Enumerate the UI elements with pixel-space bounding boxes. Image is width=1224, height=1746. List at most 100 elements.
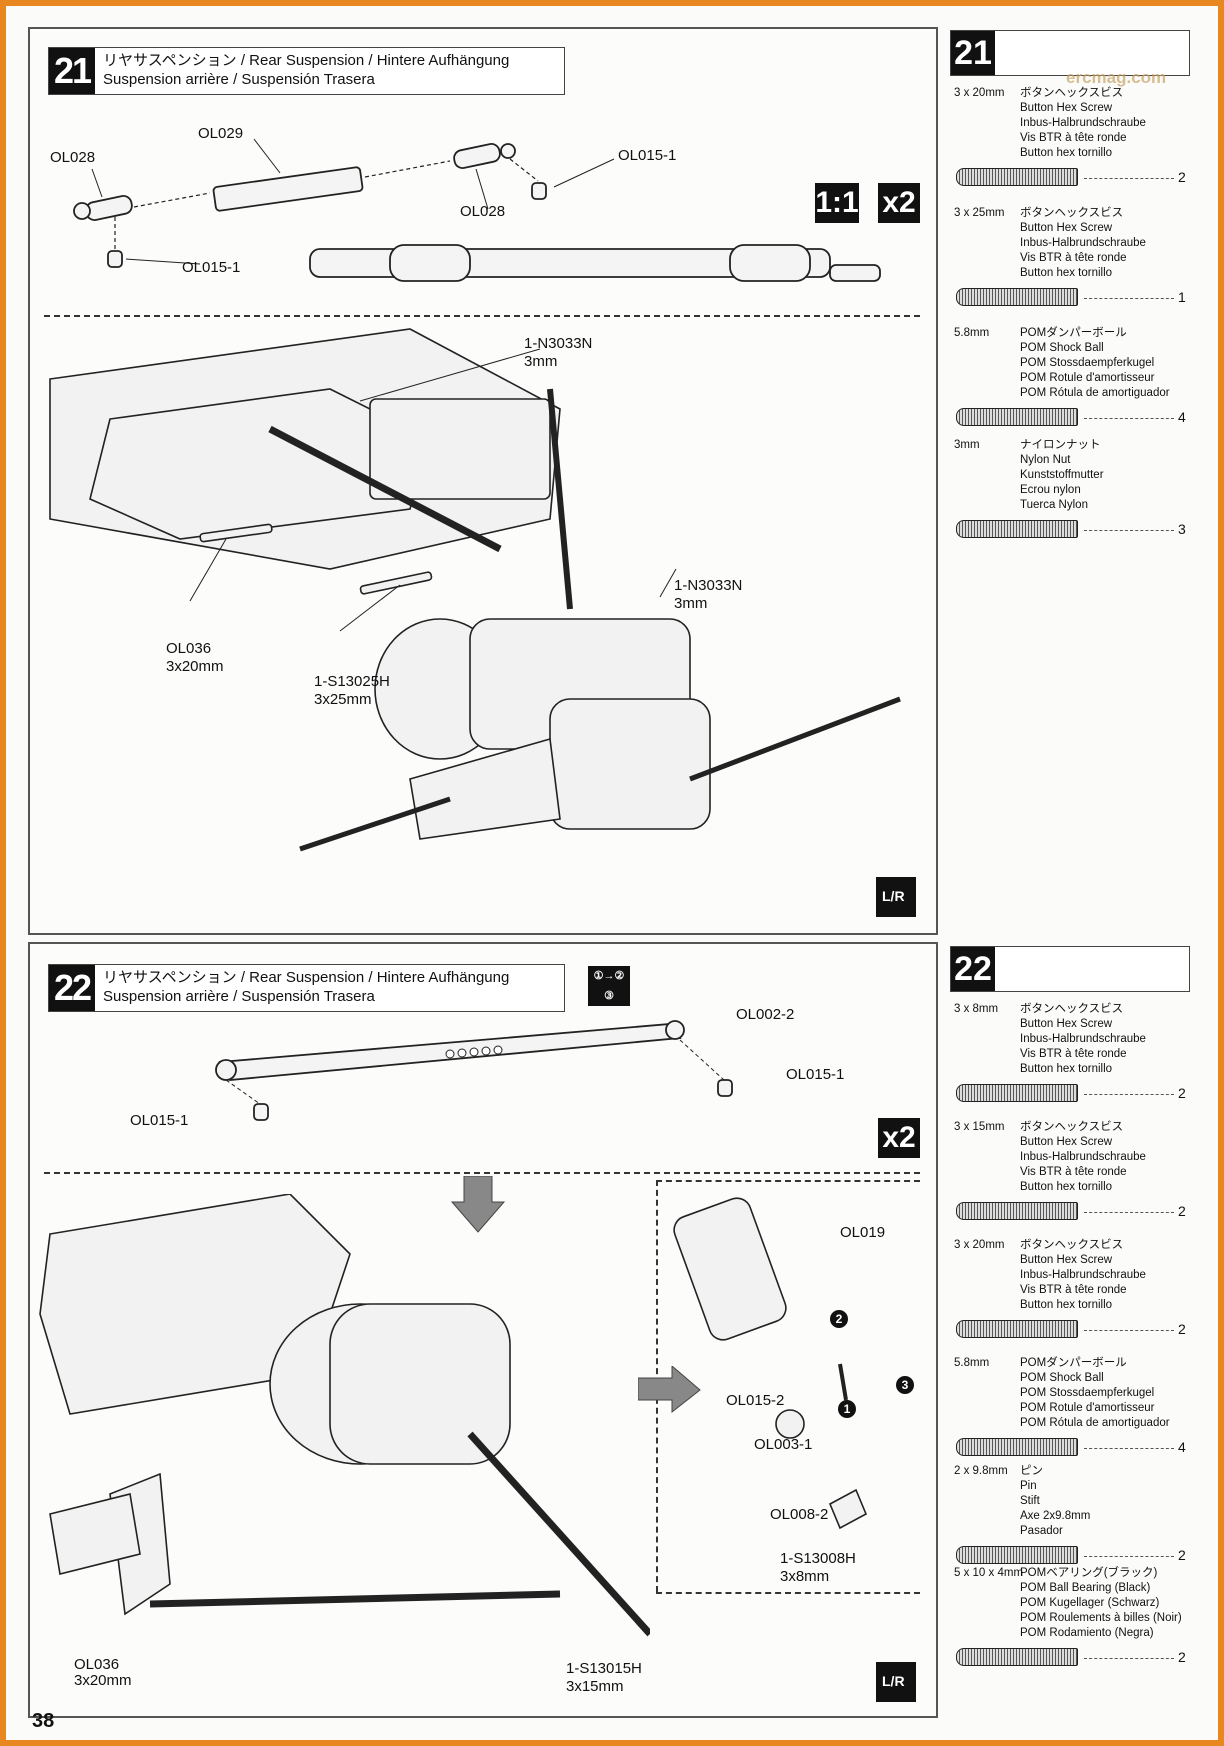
screw-icon <box>956 1202 1078 1220</box>
qty-leader <box>1084 178 1174 179</box>
count-badge: x2 <box>878 183 920 223</box>
shock-ball-icon <box>956 408 1078 426</box>
label-ol003: OL003-1 <box>754 1436 813 1453</box>
part-name-line: Inbus-Halbrundschraube <box>1020 1033 1146 1045</box>
step-marker-3: 3 <box>896 1376 914 1394</box>
step21-divider <box>44 315 920 317</box>
part-name-line: Button Hex Screw <box>1020 102 1113 114</box>
label-ol036-part: OL036 <box>166 640 212 657</box>
part-name-line: ボタンヘックスビス <box>1020 1003 1124 1015</box>
label-s13008-size: 3x8mm <box>780 1568 830 1585</box>
part-name-line: POM Stossdaempferkugel <box>1020 357 1155 369</box>
part-names: POMベアリング(ブラック)POM Ball Bearing (Black)PO… <box>1020 1566 1182 1641</box>
part-name-line: POM Roulements à billes (Noir) <box>1020 1612 1182 1624</box>
part-qty: 2 <box>1178 1547 1186 1563</box>
part-name-line: Button Hex Screw <box>1020 1018 1113 1030</box>
qty-leader <box>1084 530 1174 531</box>
label-s13015-part: 1-S13015H <box>566 1660 642 1677</box>
part-qty: 4 <box>1178 409 1186 425</box>
part-name-line: Pasador <box>1020 1525 1063 1537</box>
part-name-line: Inbus-Halbrundschraube <box>1020 1151 1146 1163</box>
part-qty: 4 <box>1178 1439 1186 1455</box>
screw-icon <box>956 288 1078 306</box>
lr-badge-22-text: L/R <box>882 1673 905 1689</box>
chassis-gearbox-drawing <box>49 328 901 852</box>
label-ol036-size: 3x20mm <box>166 658 224 675</box>
step21-panel: 21 リヤサスペンション / Rear Suspension / Hintere… <box>28 27 938 935</box>
watermark-logo: ercmag.com <box>1066 68 1167 87</box>
label-ol008: OL008-2 <box>770 1506 829 1523</box>
part-name-line: Button hex tornillo <box>1020 1181 1113 1193</box>
label-s13015-size: 3x15mm <box>566 1678 624 1695</box>
arrow-right-icon <box>638 1366 701 1414</box>
part-size: 3 x 25mm <box>954 207 1005 219</box>
side22-header: 22 <box>950 946 1190 992</box>
label-nut2-size: 3mm <box>674 595 708 612</box>
qty-leader <box>1084 1556 1174 1557</box>
part-name-line: Button hex tornillo <box>1020 147 1113 159</box>
nylon-nut-icon <box>956 520 1078 538</box>
side22-number: 22 <box>951 947 995 991</box>
pin-icon <box>956 1546 1078 1564</box>
part-qty: 2 <box>1178 169 1186 185</box>
part-name-line: ボタンヘックスビス <box>1020 1239 1124 1251</box>
step21-title: リヤサスペンション / Rear Suspension / Hintere Au… <box>95 48 517 94</box>
label-s13025-size: 3x25mm <box>314 691 372 708</box>
step21-number: 21 <box>49 48 95 94</box>
count-badge-22: x2 <box>878 1118 920 1158</box>
part-name-line: POM Rotule d'amortisseur <box>1020 372 1155 384</box>
qty-leader <box>1084 1330 1174 1331</box>
part-name-line: Inbus-Halbrundschraube <box>1020 117 1146 129</box>
lr-badge-21: L/R <box>876 877 916 917</box>
part-name-line: POM Kugellager (Schwarz) <box>1020 1597 1160 1609</box>
label-ol015-top: OL015-1 <box>618 147 677 164</box>
step22-title-line2: Suspension arrière / Suspensión Trasera <box>103 988 375 1005</box>
part-size: 3mm <box>954 439 980 451</box>
part-qty: 2 <box>1178 1321 1186 1337</box>
qty-leader <box>1084 418 1174 419</box>
shock-ball-icon <box>956 1438 1078 1456</box>
rod-exploded-drawing <box>73 138 881 282</box>
label-ol036-part-22: OL036 <box>74 1656 120 1673</box>
part-name-line: POMダンパーボール <box>1020 1357 1127 1369</box>
part-name-line: Button Hex Screw <box>1020 1254 1113 1266</box>
part-name-line: ピン <box>1020 1465 1043 1477</box>
part-name-line: POM Rotule d'amortisseur <box>1020 1402 1155 1414</box>
part-name-line: ナイロンナット <box>1020 439 1101 451</box>
part-qty: 2 <box>1178 1203 1186 1219</box>
label-ol028-right: OL028 <box>460 203 506 220</box>
part-name-line: POMベアリング(ブラック) <box>1020 1567 1158 1579</box>
part-size: 3 x 15mm <box>954 1121 1005 1133</box>
part-size: 3 x 8mm <box>954 1003 999 1015</box>
label-ol019: OL019 <box>840 1224 886 1241</box>
part-name-line: Axe 2x9.8mm <box>1020 1510 1091 1522</box>
side21-number: 21 <box>951 31 995 75</box>
label-ol029: OL029 <box>198 125 244 142</box>
label-nut1-part: 1-N3033N <box>524 335 593 352</box>
part-name-line: Inbus-Halbrundschraube <box>1020 1269 1146 1281</box>
side21-header: 21 <box>950 30 1190 76</box>
part-name-line: POM Rótula de amortiguador <box>1020 1417 1170 1429</box>
label-ol015-bottom: OL015-1 <box>182 259 241 276</box>
ball-bearing-icon <box>956 1648 1078 1666</box>
part-name-line: Pin <box>1020 1480 1037 1492</box>
part-qty: 2 <box>1178 1085 1186 1101</box>
part-name-line: POM Shock Ball <box>1020 1372 1104 1384</box>
part-name-line: Inbus-Halbrundschraube <box>1020 237 1146 249</box>
qty-leader <box>1084 1448 1174 1449</box>
part-name-line: Stift <box>1020 1495 1040 1507</box>
part-name-line: Vis BTR à tête ronde <box>1020 1048 1127 1060</box>
part-name-line: POM Rodamiento (Negra) <box>1020 1627 1154 1639</box>
qty-leader <box>1084 298 1174 299</box>
label-nut1-size: 3mm <box>524 353 558 370</box>
step-marker-1: 1 <box>838 1400 856 1418</box>
